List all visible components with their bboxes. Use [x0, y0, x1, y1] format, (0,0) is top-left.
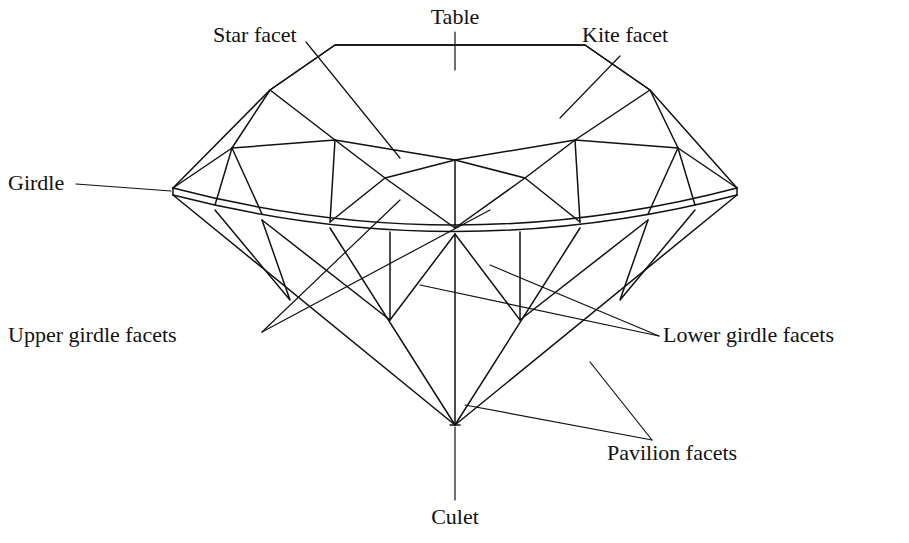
part-label: Girdle — [8, 170, 64, 196]
part-label: Pavilion facets — [607, 440, 737, 466]
part-label: Lower girdle facets — [663, 322, 834, 348]
part-label: Upper girdle facets — [8, 322, 177, 348]
part-label: Star facet — [213, 22, 297, 48]
part-label: Table — [431, 4, 480, 30]
part-label: Culet — [431, 504, 479, 530]
part-label: Kite facet — [582, 22, 668, 48]
